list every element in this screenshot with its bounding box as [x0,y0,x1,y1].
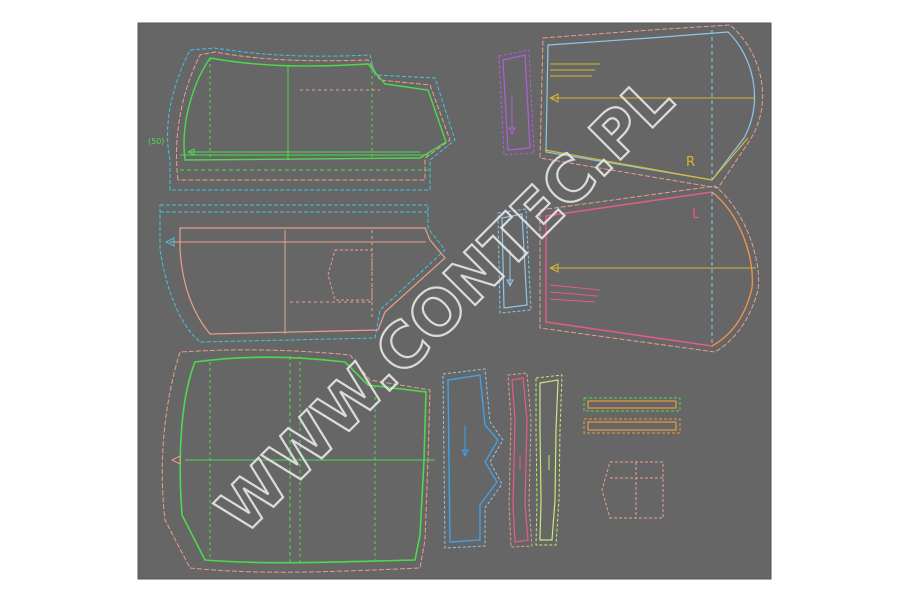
piece-strip-lime[interactable] [535,374,563,546]
piece-small-strip-2[interactable] [583,418,681,434]
piece-pocket[interactable] [601,461,664,519]
piece-facing-blue[interactable] [442,368,504,549]
seam-value-label: (50) [148,137,164,146]
piece-cuff-lightblue[interactable] [497,208,532,314]
piece-strip-pink[interactable] [507,372,533,548]
piece-front-middle[interactable] [159,204,446,343]
piece-small-strip-1[interactable] [583,397,681,412]
piece-cuff-purple[interactable] [498,49,535,156]
layout-panel [137,22,772,580]
sleeve-left-label: L [692,207,700,222]
piece-sleeve-right[interactable] [539,24,764,189]
piece-back-top[interactable] [167,47,456,191]
piece-sleeve-left[interactable] [539,185,760,353]
piece-back-bottom[interactable] [161,349,435,573]
sleeve-right-label: R [686,155,695,170]
